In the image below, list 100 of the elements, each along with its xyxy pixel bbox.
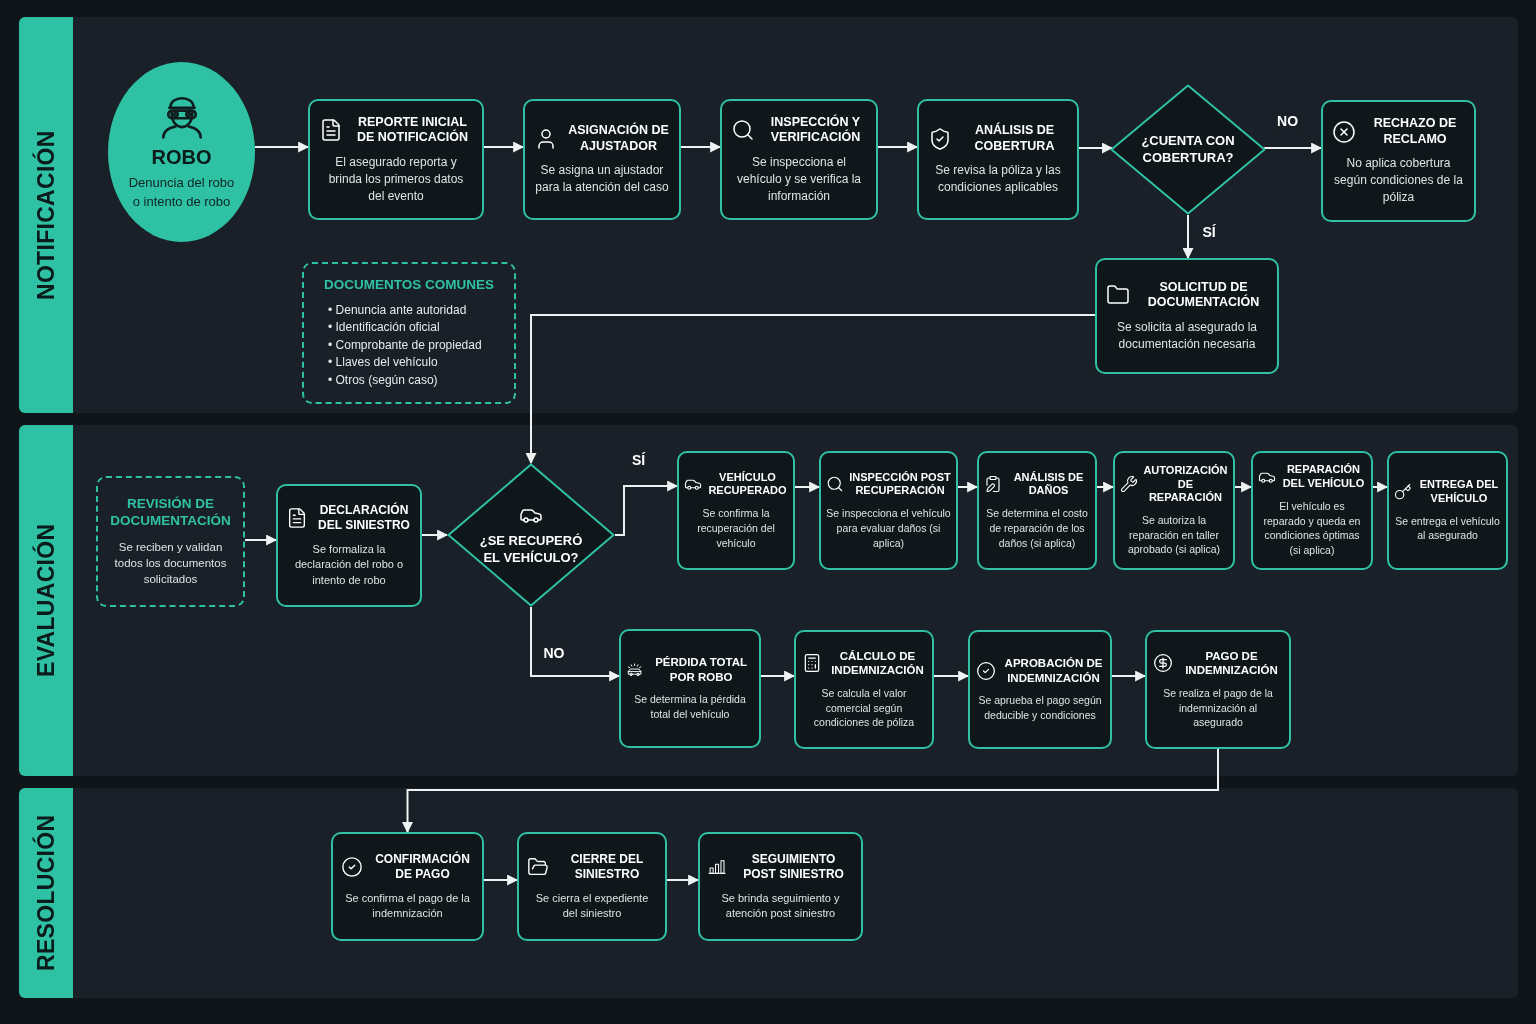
- step-description: Se realiza el pago de la indemnización al asegurado: [1162, 685, 1274, 730]
- arrow: [1182, 214, 1194, 260]
- arrow: [760, 670, 796, 682]
- process-box: [1387, 451, 1508, 570]
- arrow: [1234, 481, 1253, 493]
- decision-question: ¿CUENTA CON COBERTURA?: [1140, 132, 1236, 167]
- step-title: PÉRDIDA TOTAL POR ROBO: [654, 655, 748, 685]
- arrow: [957, 481, 979, 493]
- process-box: [1145, 630, 1291, 749]
- process-box: [619, 629, 761, 748]
- process-box: [308, 99, 484, 220]
- arrow: [421, 529, 449, 541]
- step-description: Se confirma la recuperación del vehículo: [696, 506, 776, 551]
- arrow: [877, 141, 919, 153]
- dashed-note-box: [96, 476, 245, 607]
- step-description: El asegurado reporta y brinda los primeros datos del evento: [327, 153, 465, 205]
- step-title: CIERRE DEL SINIESTRO: [569, 851, 645, 882]
- step-description: Se confirma el pago de la indemnización: [344, 890, 471, 921]
- arrow: [794, 481, 821, 493]
- bullet-item: • Otros (según caso): [328, 371, 438, 389]
- note-title: DOCUMENTOS COMUNES: [324, 277, 494, 294]
- process-box: [819, 451, 958, 570]
- arrow: [483, 874, 519, 886]
- step-description: Se cierra el expediente del siniestro: [534, 890, 650, 921]
- step-description: Se brinda seguimiento y atención post siniestro: [720, 890, 841, 921]
- note-title: REVISIÓN DE DOCUMENTACIÓN: [109, 496, 232, 530]
- process-box: [794, 630, 934, 749]
- dashed-note-box: [302, 262, 516, 404]
- lane-label: EVALUACIÓN: [19, 425, 73, 776]
- arrow: [666, 874, 700, 886]
- swimlane: [19, 425, 1518, 776]
- arrow: [1263, 142, 1323, 154]
- step-description: Se entrega el vehículo al asegurado: [1394, 513, 1501, 543]
- process-box: [1113, 451, 1235, 570]
- step-title: SOLICITUD DE DOCUMENTACIÓN: [1146, 279, 1261, 311]
- bullet-item: • Comprobante de propiedad: [328, 336, 482, 354]
- step-description: Se inspecciona el vehículo y se verifica la información: [735, 153, 863, 205]
- step-description: Se autoriza la reparación en taller aprobado (si aplica): [1126, 513, 1222, 558]
- arrow: [253, 141, 310, 153]
- step-title: PAGO DE INDEMNIZACIÓN: [1184, 649, 1279, 678]
- bullet-item: • Denuncia ante autoridad: [328, 301, 467, 319]
- process-box: [968, 630, 1112, 749]
- process-box: [331, 832, 484, 941]
- step-title: SEGUIMIENTO POST SINIESTRO: [742, 851, 845, 882]
- step-title: ANÁLISIS DE DAÑOS: [1012, 470, 1085, 499]
- swimlane: [19, 17, 1518, 413]
- arrow: [530, 606, 621, 682]
- step-title: VEHÍCULO RECUPERADO: [707, 470, 788, 499]
- step-description: Se inspecciona el vehículo para evaluar daños (si aplica): [826, 506, 951, 551]
- arrow: [525, 314, 1096, 465]
- step-title: DECLARACIÓN DEL SINIESTRO: [317, 502, 411, 533]
- step-title: ROBO: [151, 145, 212, 171]
- arrow: [933, 670, 970, 682]
- step-description: Denuncia del robo o intento de robo: [127, 174, 236, 211]
- process-box: [677, 451, 795, 570]
- arrow: [614, 480, 679, 536]
- process-box: [276, 484, 422, 607]
- step-title: ENTREGA DEL VEHÍCULO: [1418, 478, 1500, 506]
- process-box: [720, 99, 878, 220]
- step-description: Se solicita al asegurado la documentación necesaria: [1115, 318, 1259, 353]
- step-description: Se formaliza la declaración del robo o intento de robo: [293, 541, 405, 588]
- arrow: [1078, 142, 1113, 154]
- step-title: INSPECCIÓN POST RECUPERACIÓN: [849, 470, 951, 499]
- process-box: [1321, 100, 1476, 222]
- step-description: Se determina el costo de reparación de los daños (si aplica): [985, 506, 1089, 551]
- process-box: [1251, 451, 1373, 570]
- arrow: [1372, 481, 1389, 493]
- process-box: [917, 99, 1079, 220]
- step-title: INSPECCIÓN Y VERIFICACIÓN: [769, 114, 862, 146]
- step-title: CÁLCULO DE INDEMNIZACIÓN: [830, 649, 925, 678]
- step-description: Se calcula el valor comercial según condiciones de póliza: [812, 685, 916, 730]
- step-description: Se asigna un ajustador para la atención del caso: [534, 162, 670, 196]
- decision-diamond: [447, 463, 615, 607]
- lane-label: NOTIFICACIÓN: [19, 17, 73, 413]
- step-description: No aplica cobertura según condiciones de la póliza: [1333, 155, 1464, 206]
- arrow: [1111, 670, 1147, 682]
- decision-question: ¿SE RECUPERÓ EL VEHÍCULO?: [478, 533, 584, 567]
- step-description: Se determina la pérdida total del vehículo: [633, 692, 747, 722]
- step-title: CONFIRMACIÓN DE PAGO: [374, 851, 471, 882]
- step-description: Se reciben y validan todos los documentos solicitados: [113, 539, 228, 587]
- bullet-item: • Llaves del vehículo: [328, 354, 438, 372]
- arrow: [1096, 481, 1115, 493]
- process-box: [523, 99, 681, 220]
- step-title: ANÁLISIS DE COBERTURA: [973, 123, 1056, 155]
- arrow: [402, 748, 1219, 834]
- process-box: [698, 832, 863, 941]
- arrow: [680, 141, 722, 153]
- step-title: REPORTE INICIAL DE NOTIFICACIÓN: [355, 114, 470, 146]
- step-description: El vehículo es reparado y queda en condiciones óptimas (si aplica): [1262, 498, 1362, 558]
- process-box: [977, 451, 1097, 570]
- bullet-item: • Identificación oficial: [328, 319, 440, 337]
- process-box: [1095, 258, 1279, 374]
- process-box: [517, 832, 667, 941]
- step-title: APROBACIÓN DE INDEMNIZACIÓN: [1003, 656, 1104, 686]
- step-description: Se revisa la póliza y las condiciones aplicables: [934, 162, 1062, 196]
- arrow: [244, 534, 278, 546]
- decision-diamond: [1110, 84, 1266, 215]
- step-description: Se aprueba el pago según deducible y condiciones: [977, 693, 1103, 723]
- swimlane: [19, 788, 1518, 998]
- step-title: RECHAZO DE RECLAMO: [1372, 116, 1458, 148]
